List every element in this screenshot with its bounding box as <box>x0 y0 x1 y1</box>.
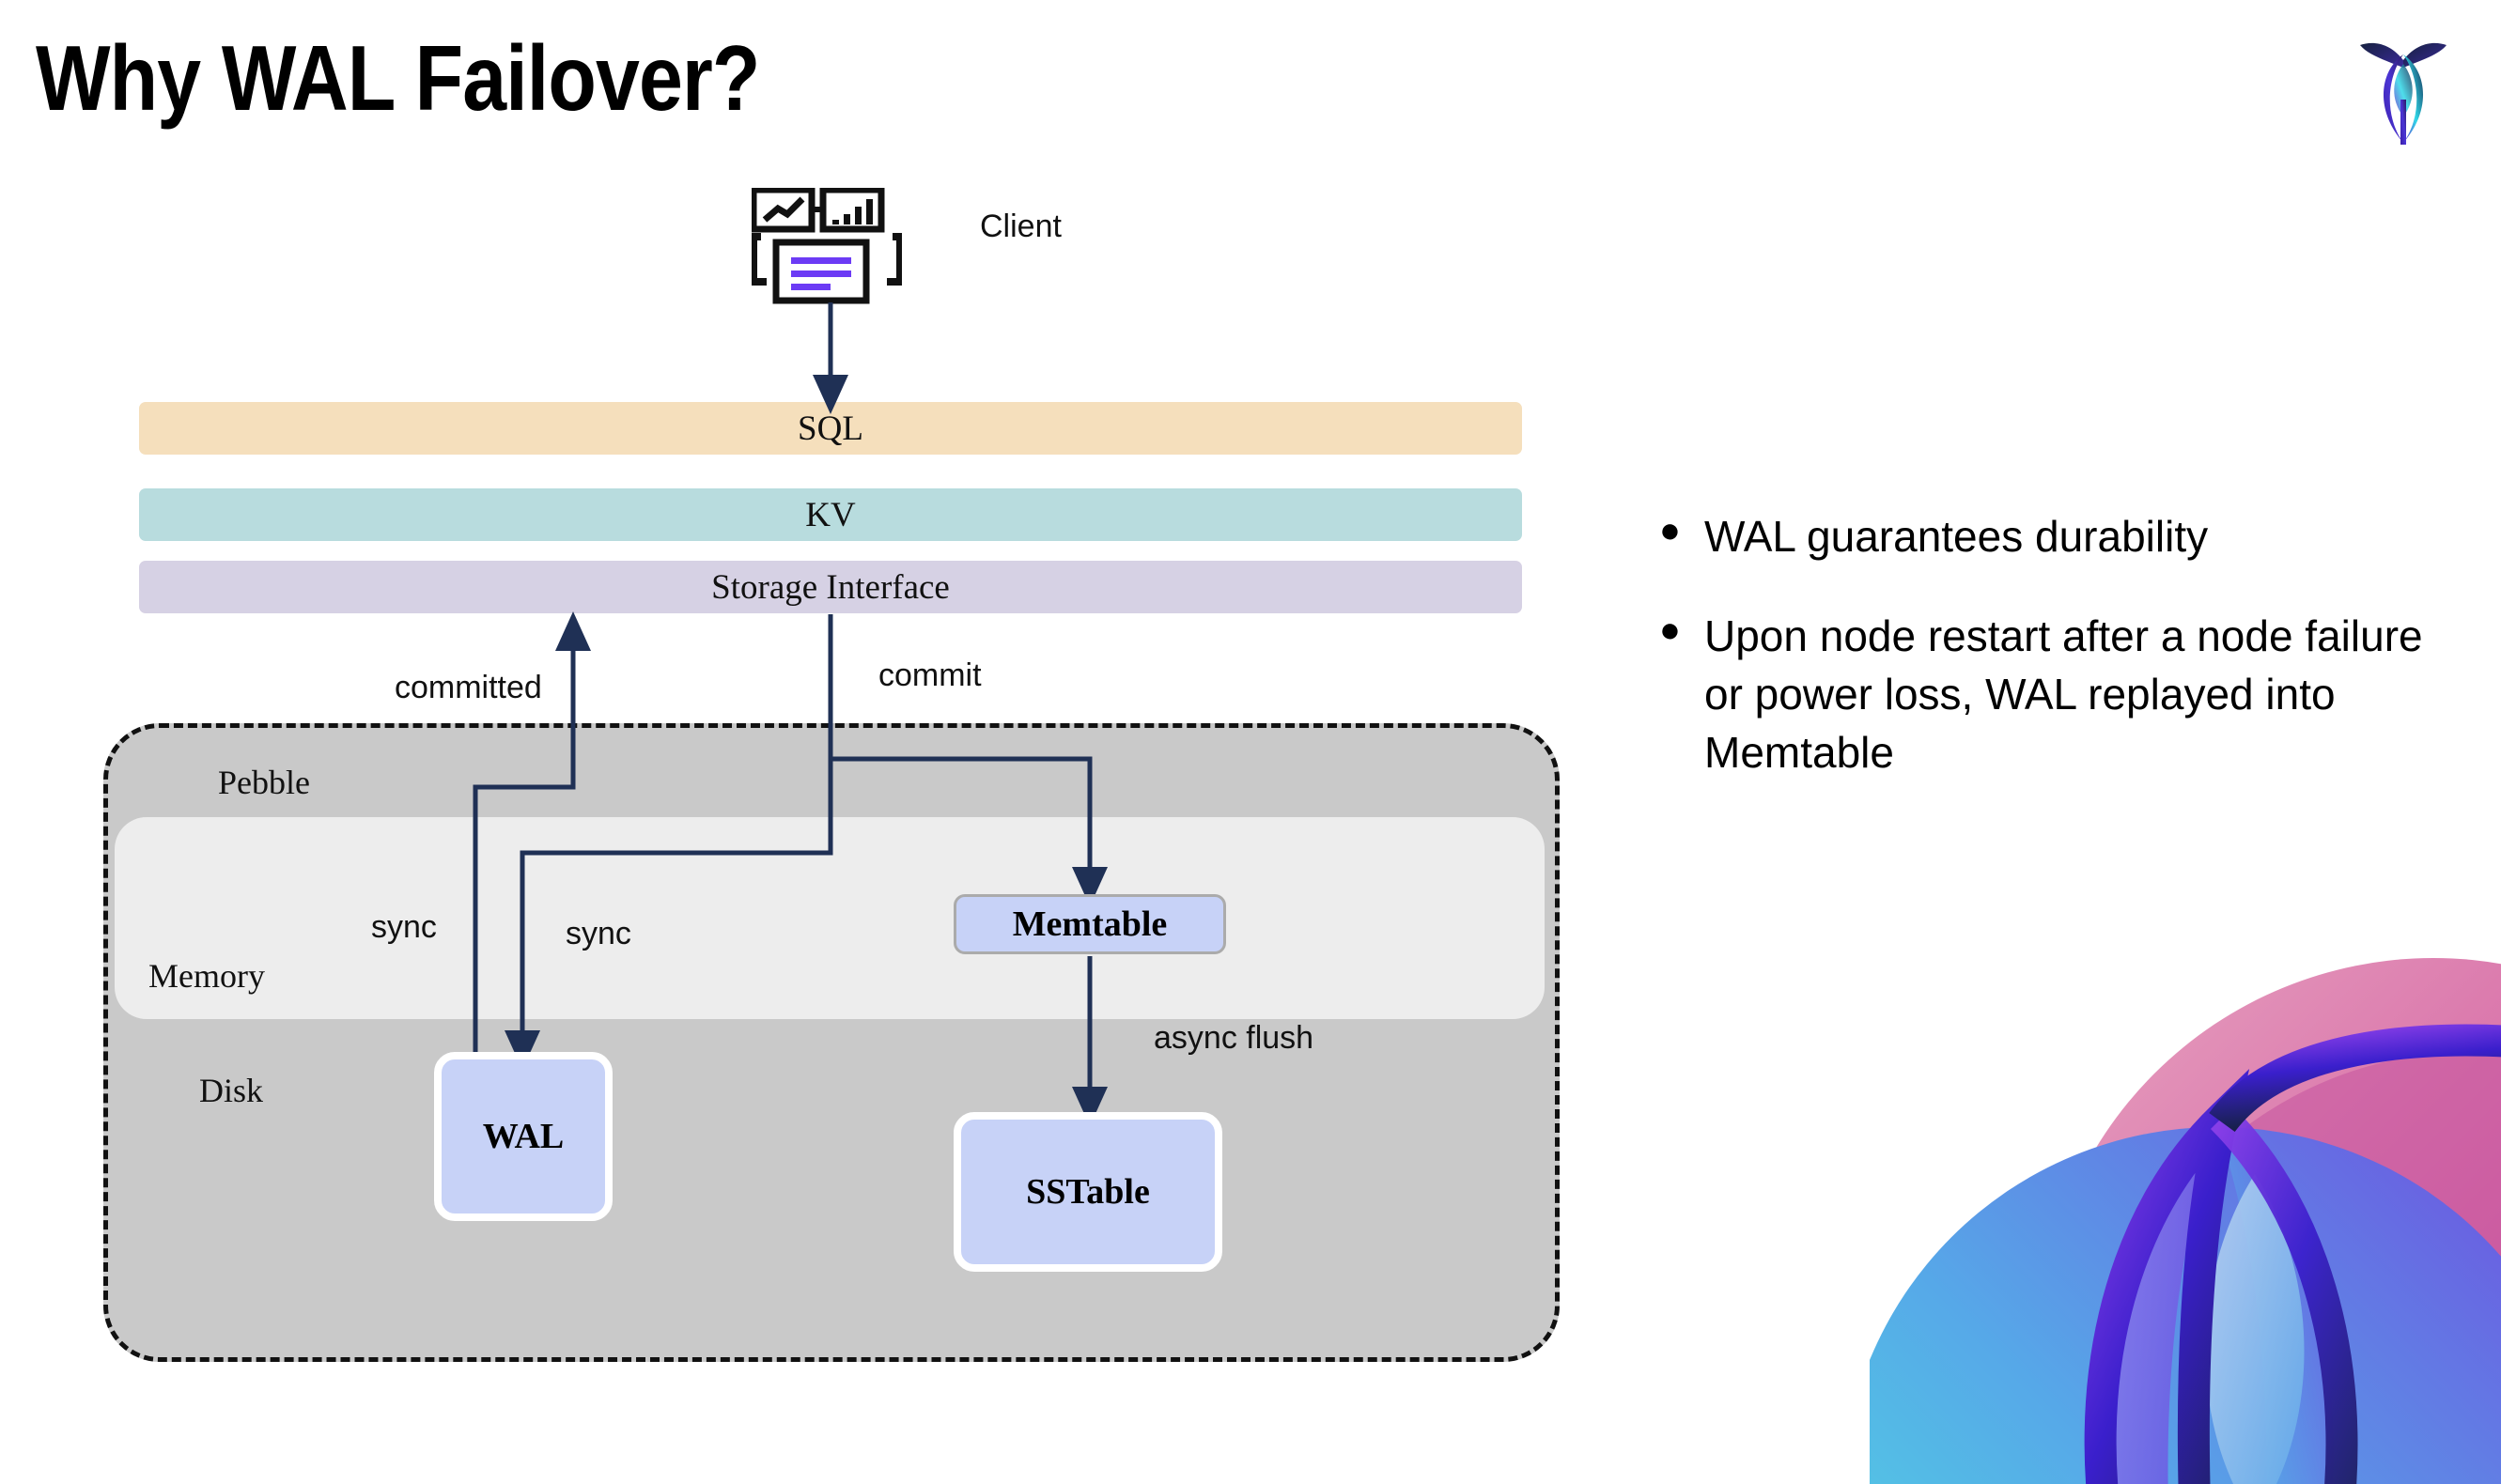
cockroachdb-logo-icon <box>2347 26 2460 148</box>
bullet-text: WAL guarantees durability <box>1704 512 2209 561</box>
memory-region <box>115 817 1545 1019</box>
client-label: Client <box>980 209 1062 244</box>
page-title: Why WAL Failover? <box>36 26 760 130</box>
layer-bar-kv-label: KV <box>805 495 856 534</box>
edge-label-async-flush: async flush <box>1154 1020 1314 1056</box>
bullet-list: ● WAL guarantees durability ● Upon node … <box>1654 507 2443 823</box>
layer-bar-storage: Storage Interface <box>139 561 1522 613</box>
bullet-marker-icon: ● <box>1659 511 1681 550</box>
node-memtable: Memtable <box>954 894 1226 954</box>
list-item: ● WAL guarantees durability <box>1654 507 2443 565</box>
layer-bar-sql-label: SQL <box>798 409 863 448</box>
bullet-marker-icon: ● <box>1659 611 1681 651</box>
layer-bar-sql: SQL <box>139 402 1522 455</box>
cockroachdb-watermark-icon <box>1870 902 2501 1484</box>
client-dashboard-icon <box>750 186 904 305</box>
disk-label: Disk <box>199 1072 264 1109</box>
edge-label-sync-1: sync <box>371 909 437 945</box>
node-wal: WAL <box>434 1052 613 1221</box>
layer-bar-kv: KV <box>139 488 1522 541</box>
node-memtable-label: Memtable <box>1012 904 1168 944</box>
pebble-label: Pebble <box>218 764 310 801</box>
edge-label-commit: commit <box>878 657 982 693</box>
node-wal-label: WAL <box>482 1117 565 1156</box>
layer-bar-storage-label: Storage Interface <box>711 567 950 607</box>
edge-label-committed: committed <box>395 670 542 705</box>
bullet-text: Upon node restart after a node failure o… <box>1704 611 2423 778</box>
node-sstable-label: SSTable <box>1026 1172 1150 1212</box>
node-sstable: SSTable <box>954 1112 1222 1272</box>
memory-label: Memory <box>148 957 265 995</box>
architecture-diagram: Client SQL KV Storage Interface Pebble M… <box>103 186 1560 1362</box>
edge-label-sync-2: sync <box>566 916 631 951</box>
list-item: ● Upon node restart after a node failure… <box>1654 607 2443 781</box>
